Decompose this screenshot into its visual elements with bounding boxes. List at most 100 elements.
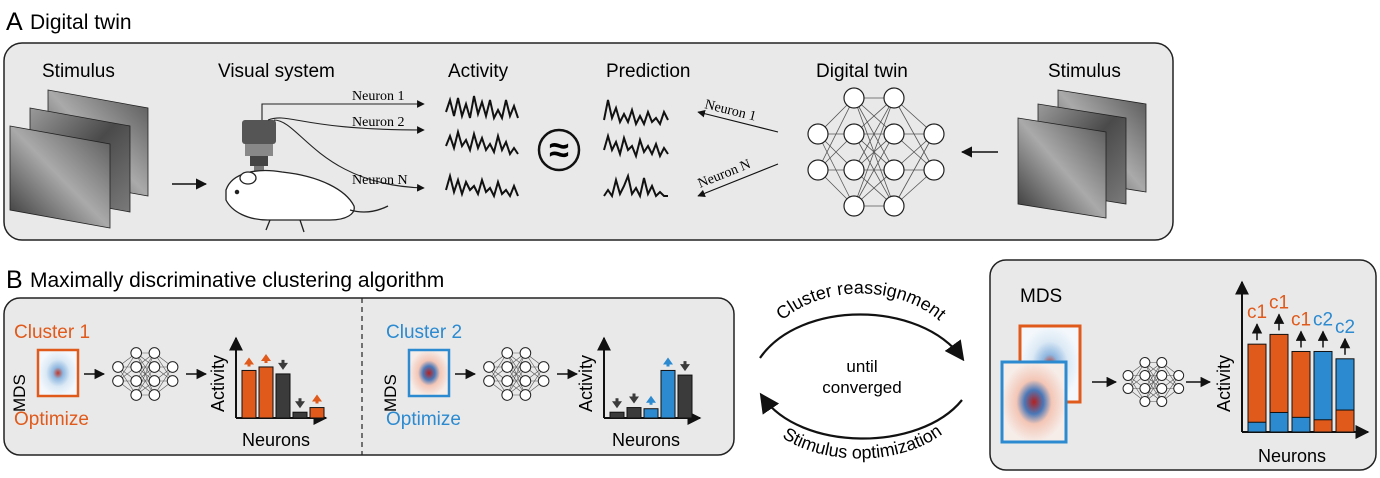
bar <box>626 407 642 419</box>
network-node <box>843 123 865 145</box>
cluster1-mds-image <box>36 348 80 398</box>
cluster2-activity-axis-label: Activity <box>576 355 596 412</box>
network-node <box>519 347 532 359</box>
arrow-twin-neuronN <box>697 163 779 198</box>
network-node <box>1156 357 1168 368</box>
bar-segment <box>1269 411 1289 433</box>
network-node <box>883 159 905 181</box>
bar <box>241 369 257 419</box>
network-node <box>501 389 514 401</box>
bar-segment <box>1313 419 1333 433</box>
network-node <box>843 195 865 217</box>
network-node <box>807 123 829 145</box>
network-node <box>519 375 532 387</box>
network-node <box>843 159 865 181</box>
network-node <box>1156 383 1168 394</box>
network-node <box>843 87 865 109</box>
network-node <box>166 361 179 373</box>
arrow-down-icon <box>295 398 305 409</box>
network-node <box>1156 396 1168 407</box>
stimulus-stack-right <box>1017 89 1147 219</box>
bar <box>309 407 325 419</box>
network-node <box>807 159 829 181</box>
panel-b-title: Maximally discriminative clustering algo… <box>30 269 444 292</box>
cluster2-mds: MDS <box>381 374 400 412</box>
cluster-assignment-label: c1 <box>1247 302 1267 323</box>
network-node <box>1122 383 1134 394</box>
cluster-assignment-label: c1 <box>1269 292 1289 313</box>
network-node <box>1139 383 1151 394</box>
cluster2-optimize: Optimize <box>386 409 461 430</box>
bar <box>292 411 308 419</box>
network-node <box>519 389 532 401</box>
cluster-assignment-label: c1 <box>1291 309 1311 330</box>
right-neurons-axis-label: Neurons <box>1258 446 1326 466</box>
bar-segment <box>1247 421 1267 433</box>
network-node <box>1173 383 1185 394</box>
digital-twin-label: Digital twin <box>816 61 908 82</box>
network-node <box>883 195 905 217</box>
bar <box>258 366 274 419</box>
network-node <box>923 159 945 181</box>
stimulus-left-label: Stimulus <box>42 61 115 82</box>
network-node <box>519 361 532 373</box>
network-node <box>130 347 143 359</box>
network-node <box>1139 357 1151 368</box>
right-mds-label: MDS <box>1020 286 1062 307</box>
microscope-icon <box>242 120 276 172</box>
cluster1-activity-axis-label: Activity <box>208 355 228 412</box>
arrow-twin-neuron1 <box>697 109 779 133</box>
panel-a-title: Digital twin <box>30 11 132 34</box>
network-node <box>1156 370 1168 381</box>
network-node <box>1122 370 1134 381</box>
loop-converged-label: converged <box>822 378 901 397</box>
neuron-n-label: Neuron N <box>352 173 408 188</box>
cluster1-label: Cluster 1 <box>14 322 90 343</box>
cluster-assignment-label: c2 <box>1313 309 1333 330</box>
network-node <box>148 361 161 373</box>
arrow-up-icon <box>663 357 673 367</box>
network-node <box>1139 370 1151 381</box>
cluster2-neurons-axis-label: Neurons <box>612 430 680 450</box>
panel-a-letter: A <box>6 8 23 36</box>
cluster1-optimize: Optimize <box>14 409 89 430</box>
prediction-traces <box>603 99 669 199</box>
panel-b-letter: B <box>6 266 23 294</box>
network-node <box>537 375 550 387</box>
network-node <box>112 375 124 387</box>
prediction-label: Prediction <box>606 61 691 82</box>
approx-circle <box>537 128 581 172</box>
network-node <box>112 361 124 373</box>
stimulus-stack-left <box>9 89 149 229</box>
mouse-icon <box>225 169 389 233</box>
right-activity-axis-label: Activity <box>1214 355 1234 412</box>
bar <box>275 373 291 419</box>
neuron-lines <box>261 100 425 192</box>
arrow-down-icon <box>629 393 639 404</box>
network-node <box>1173 370 1185 381</box>
cluster2-network <box>483 347 550 401</box>
approx-symbol: ≈ <box>549 129 569 170</box>
loop-until-label: until <box>846 357 877 376</box>
network-node <box>130 361 143 373</box>
arrow-up-icon <box>312 394 322 404</box>
network-node <box>148 347 161 359</box>
cluster-assignment-label: c2 <box>1335 317 1355 338</box>
cluster1-network <box>112 347 179 401</box>
arrow-up-icon <box>261 353 271 363</box>
loop-arrow-bottom <box>759 392 963 440</box>
arrow-up-icon <box>244 357 254 367</box>
cluster1-bar-chart <box>229 336 328 425</box>
arrow-down-icon <box>612 398 622 409</box>
panel-a-box <box>3 42 1174 241</box>
network-node <box>130 389 143 401</box>
visual-system-label: Visual system <box>218 61 335 82</box>
panel-b-left-box <box>3 297 735 456</box>
stimulus-right-label: Stimulus <box>1048 61 1121 82</box>
cluster2-bar-chart <box>597 336 702 425</box>
cluster1-neurons-axis-label: Neurons <box>242 430 310 450</box>
network-node <box>148 389 161 401</box>
cluster2-label: Cluster 2 <box>386 322 462 343</box>
arrow-down-icon <box>278 359 288 370</box>
